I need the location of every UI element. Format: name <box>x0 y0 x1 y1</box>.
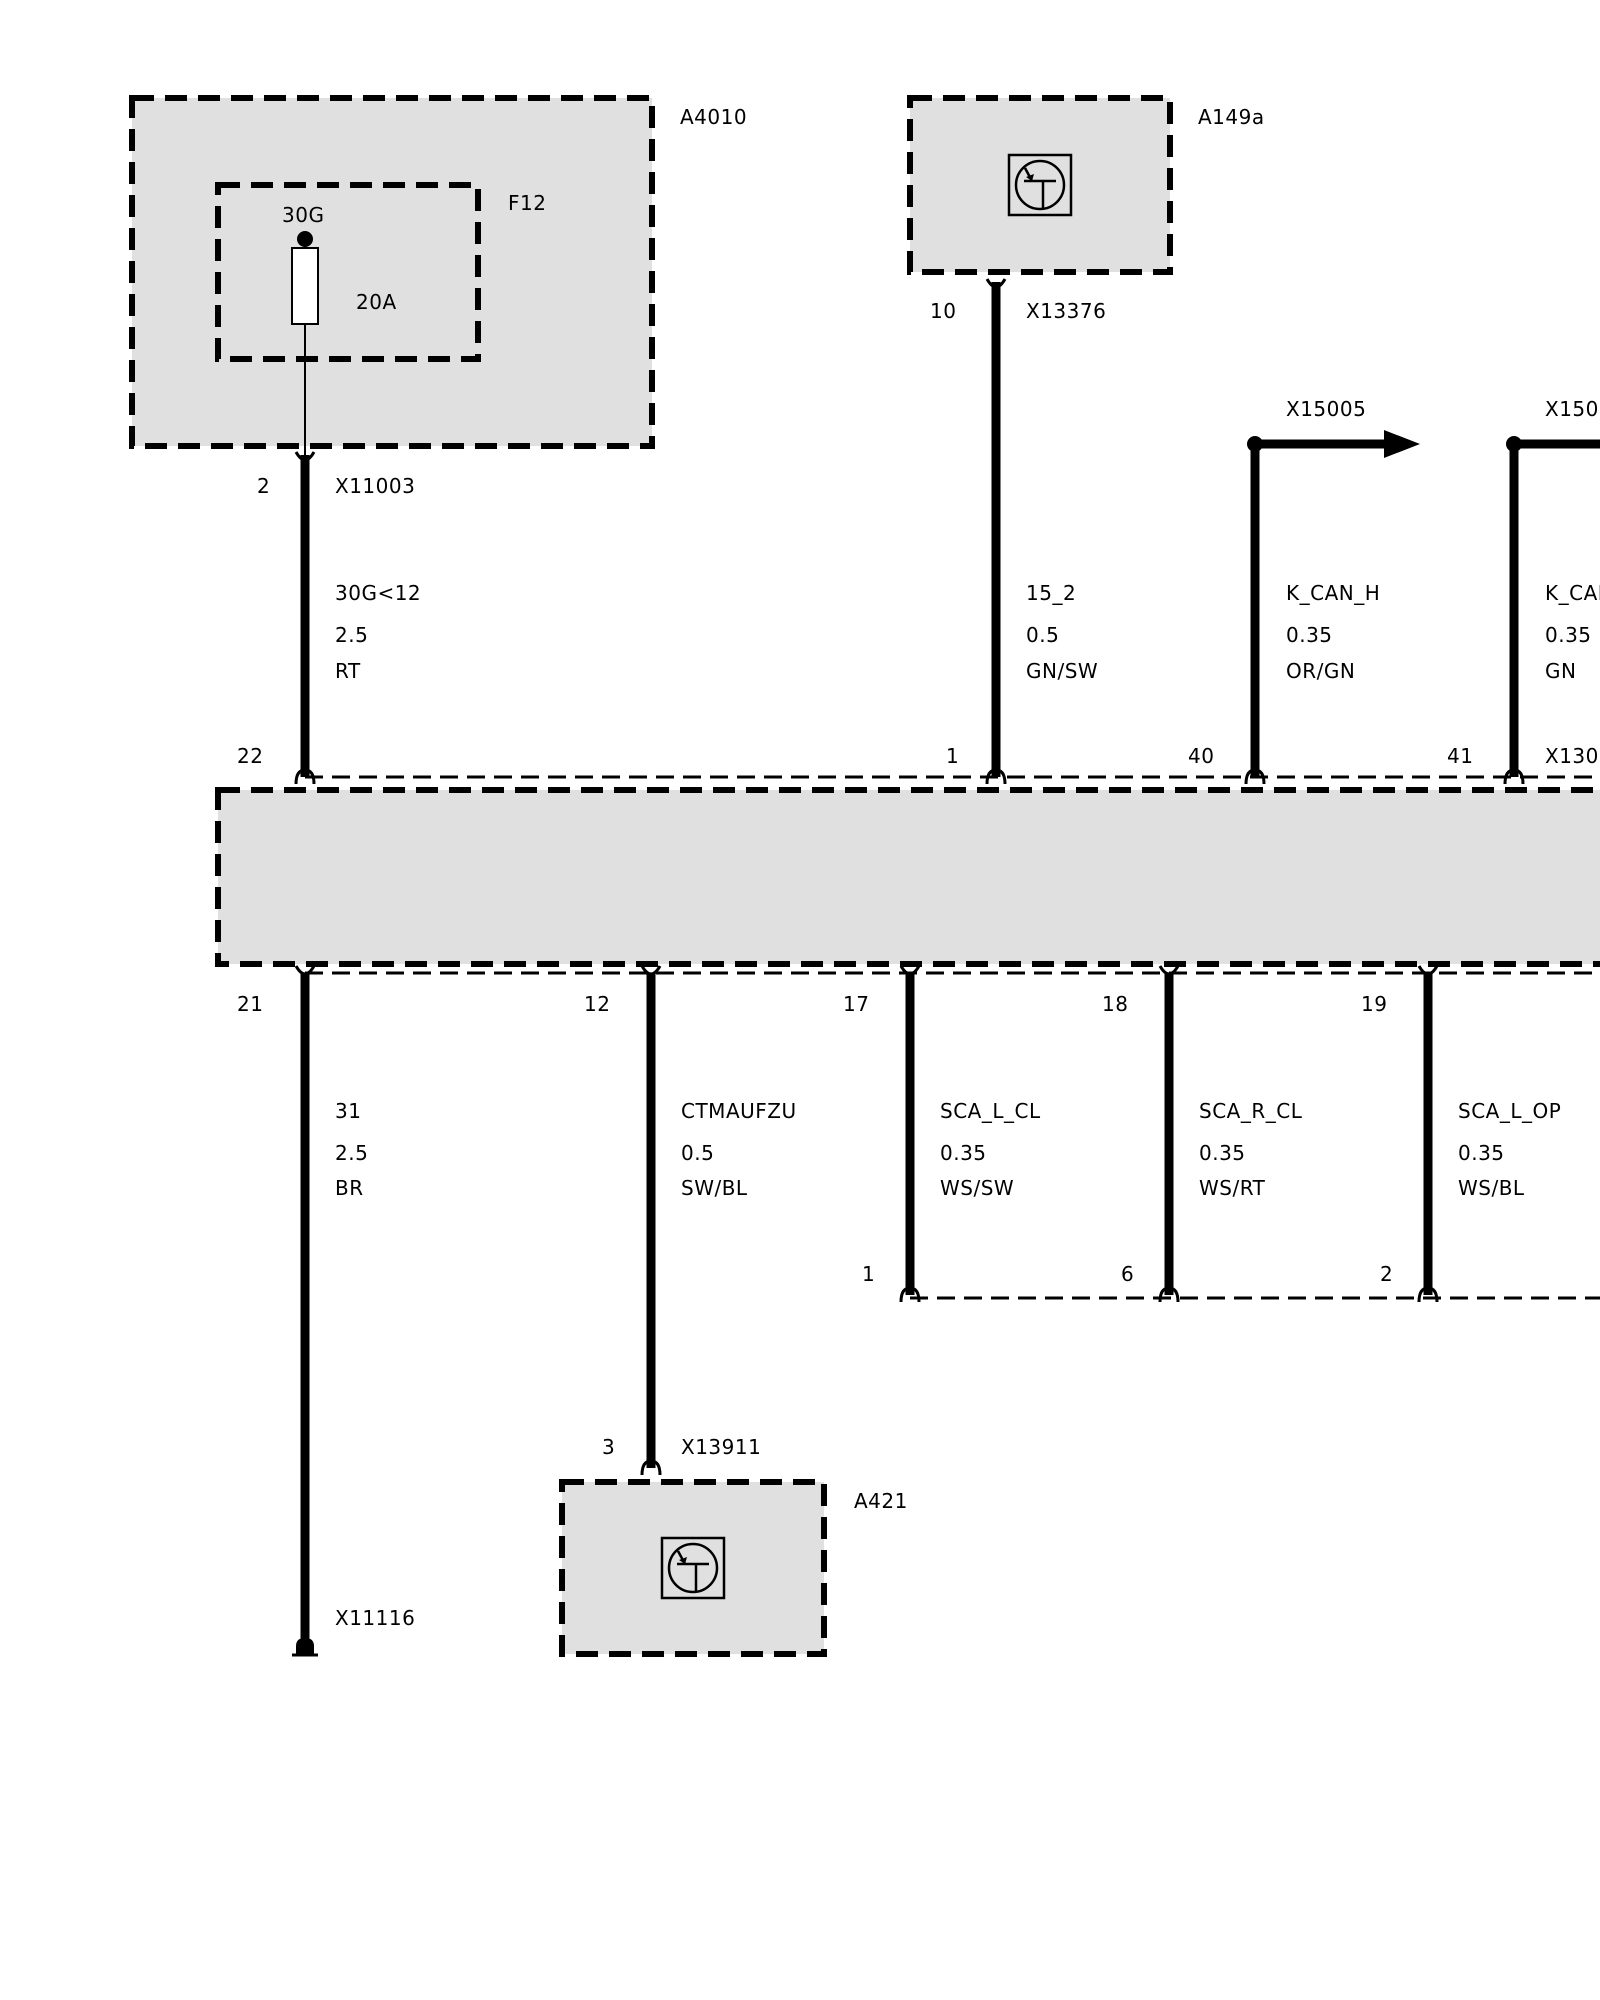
connector-x11116: X11116 <box>335 1606 415 1630</box>
wire-15-2: 10 X13376 15_2 0.5 GN/SW 1 <box>930 278 1106 785</box>
fuse-icon <box>291 247 319 325</box>
wire-signal: 30G<12 <box>335 581 421 605</box>
a149a-box <box>907 95 1173 275</box>
wire-color: WS/BL <box>1458 1176 1525 1200</box>
wire-size: 2.5 <box>335 1141 368 1165</box>
a421-label: A421 <box>854 1489 908 1513</box>
connector-x15005: X15005 <box>1286 397 1366 421</box>
pin-number: 40 <box>1188 744 1214 768</box>
wire-sca-l-op: 19 SCA_L_OP 0.35 WS/BL 2 <box>1361 965 1561 1303</box>
pin-number: 1 <box>862 1262 875 1286</box>
pin-hook <box>294 451 316 462</box>
main-module <box>215 775 1600 975</box>
pin-number: 12 <box>584 992 610 1016</box>
a149a-label: A149a <box>1198 105 1265 129</box>
pin-hook <box>985 768 1007 785</box>
wire-signal: SCA_R_CL <box>1199 1099 1303 1123</box>
wire-signal: 31 <box>335 1099 361 1123</box>
component-a4010: A4010 F12 30G 20A <box>129 95 747 455</box>
wire-signal: 15_2 <box>1026 581 1076 605</box>
a421-box <box>559 1479 827 1657</box>
pin-number: 2 <box>1380 1262 1393 1286</box>
connector-x13376: X13376 <box>1026 299 1106 323</box>
wire-color: WS/RT <box>1199 1176 1266 1200</box>
wire-30g12: 2 X11003 30G<12 2.5 RT 22 <box>237 451 421 785</box>
pin-number: 19 <box>1361 992 1387 1016</box>
wire-size: 0.35 <box>1545 623 1592 647</box>
connector-x13911: X13911 <box>681 1435 761 1459</box>
wire-color: BR <box>335 1176 364 1200</box>
connector-x11003: X11003 <box>335 474 415 498</box>
pin-number: 10 <box>930 299 956 323</box>
pin-hook <box>1417 965 1439 976</box>
wire-size: 0.5 <box>1026 623 1059 647</box>
sensor-icon <box>1007 153 1073 217</box>
pin-number: 21 <box>237 992 263 1016</box>
wire-k-can-h: X15005 K_CAN_H 0.35 OR/GN 40 <box>1188 397 1420 785</box>
pin-number: 17 <box>843 992 869 1016</box>
pin-hook <box>1158 965 1180 976</box>
wire-signal: CTMAUFZU <box>681 1099 797 1123</box>
component-a149a: A149a <box>907 95 1265 275</box>
pin-number: 6 <box>1121 1262 1134 1286</box>
f12-rating: 20A <box>356 290 397 314</box>
wire-color: RT <box>335 659 361 683</box>
wire-sca-l-cl: 17 SCA_L_CL 0.35 WS/SW 1 <box>843 965 1041 1303</box>
main-module-box <box>215 787 1600 967</box>
wire-size: 0.5 <box>681 1141 714 1165</box>
pin-number: 2 <box>257 474 270 498</box>
pin-number: 18 <box>1102 992 1128 1016</box>
wire-signal: SCA_L_OP <box>1458 1099 1561 1123</box>
pin-number: 22 <box>237 744 263 768</box>
pin-hook <box>899 965 921 976</box>
wire-size: 0.35 <box>1286 623 1333 647</box>
wire-ctmaufzu: 12 CTMAUFZU 0.5 SW/BL 3 X13911 <box>584 965 797 1476</box>
pin-hook <box>294 965 316 976</box>
pin-hook <box>985 278 1007 289</box>
wire-31: 21 31 2.5 BR X11116 <box>237 965 415 1657</box>
pin-hook <box>1158 1286 1180 1303</box>
wire-color: OR/GN <box>1286 659 1355 683</box>
sensor-icon <box>660 1536 726 1600</box>
pin-hook <box>1417 1286 1439 1303</box>
a4010-box <box>129 95 655 449</box>
pin-hook <box>640 1459 662 1476</box>
pin-hook <box>1503 768 1525 785</box>
pin-hook <box>640 965 662 976</box>
wire-color: GN <box>1545 659 1576 683</box>
wire-signal: K_CAN_H <box>1286 581 1380 605</box>
pin-hook <box>294 768 316 785</box>
arrow-right-icon <box>1384 430 1420 458</box>
wire-color: GN/SW <box>1026 659 1098 683</box>
component-a421: A421 <box>559 1479 908 1657</box>
wire-color: WS/SW <box>940 1176 1014 1200</box>
f12-box <box>215 182 481 362</box>
pin-number: 41 <box>1447 744 1473 768</box>
pin-number: 3 <box>602 1435 615 1459</box>
connector-x1500: X1500 <box>1545 397 1600 421</box>
wire-color: SW/BL <box>681 1176 748 1200</box>
wire-sca-r-cl: 18 SCA_R_CL 0.35 WS/RT 6 <box>1102 965 1303 1303</box>
wire-size: 2.5 <box>335 623 368 647</box>
f12-label: F12 <box>508 191 546 215</box>
connector-x1303: X1303 <box>1545 744 1600 768</box>
wire-size: 0.35 <box>1199 1141 1246 1165</box>
pin-number: 1 <box>946 744 959 768</box>
wire-k-can: X1500 K_CAN 0.35 GN 41 X1303 <box>1447 397 1600 785</box>
wire-signal: SCA_L_CL <box>940 1099 1041 1123</box>
wire-size: 0.35 <box>1458 1141 1505 1165</box>
ground-terminal-icon <box>296 1638 314 1654</box>
wire-signal: K_CAN <box>1545 581 1600 605</box>
a4010-label: A4010 <box>680 105 747 129</box>
pin-hook <box>1244 768 1266 785</box>
wire-size: 0.35 <box>940 1141 987 1165</box>
pin-hook <box>899 1286 921 1303</box>
f12-terminal-label: 30G <box>282 203 324 227</box>
